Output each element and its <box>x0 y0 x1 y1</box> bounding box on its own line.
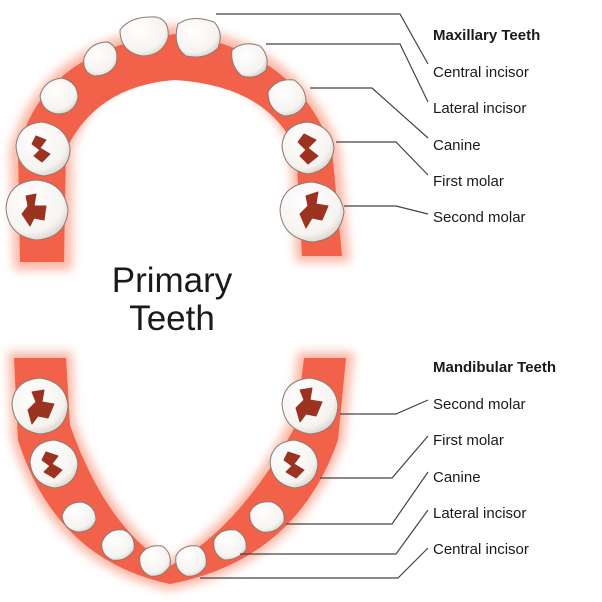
molar-fissures <box>21 133 329 479</box>
upper-left-central-incisor <box>175 18 221 58</box>
mandibular-heading: Mandibular Teeth <box>433 359 557 376</box>
maxillary-label-first-molar: First molar <box>433 173 504 190</box>
maxillary-label-canine: Canine <box>433 137 481 154</box>
mandibular-label-central-incisor: Central incisor <box>433 541 529 558</box>
lower-left-lateral-incisor <box>213 529 247 561</box>
maxillary-teeth <box>5 16 345 243</box>
upper-right-lateral-incisor <box>83 41 118 77</box>
lower-right-canine <box>61 501 97 533</box>
maxillary-label-lateral-incisor: Lateral incisor <box>433 100 527 117</box>
upper-gum <box>10 25 350 270</box>
mandibular-label-lateral-incisor: Lateral incisor <box>433 505 527 522</box>
mandibular-label-canine: Canine <box>433 469 481 486</box>
lower-right-first-molar <box>29 439 79 489</box>
mandibular-label-first-molar: First molar <box>433 432 504 449</box>
lower-right-lateral-incisor <box>101 529 135 561</box>
upper-left-canine <box>267 79 307 117</box>
maxillary-heading: Maxillary Teeth <box>433 27 541 44</box>
mandibular-label-second-molar: Second molar <box>433 396 526 413</box>
upper-left-lateral-incisor <box>231 43 268 78</box>
maxillary-label-second-molar: Second molar <box>433 209 526 226</box>
upper-right-first-molar <box>15 121 71 177</box>
mandibular-teeth <box>11 377 339 577</box>
lower-left-central-incisor <box>175 545 207 577</box>
lower-left-canine <box>249 501 285 533</box>
upper-right-central-incisor <box>119 16 169 57</box>
leader-lines <box>200 13 429 579</box>
lower-right-central-incisor <box>139 545 171 577</box>
maxillary-label-central-incisor: Central incisor <box>433 64 529 81</box>
diagram-title-line-1: Primary <box>111 261 233 300</box>
diagram-title-line-2: Teeth <box>129 299 215 338</box>
upper-right-canine <box>39 77 79 115</box>
